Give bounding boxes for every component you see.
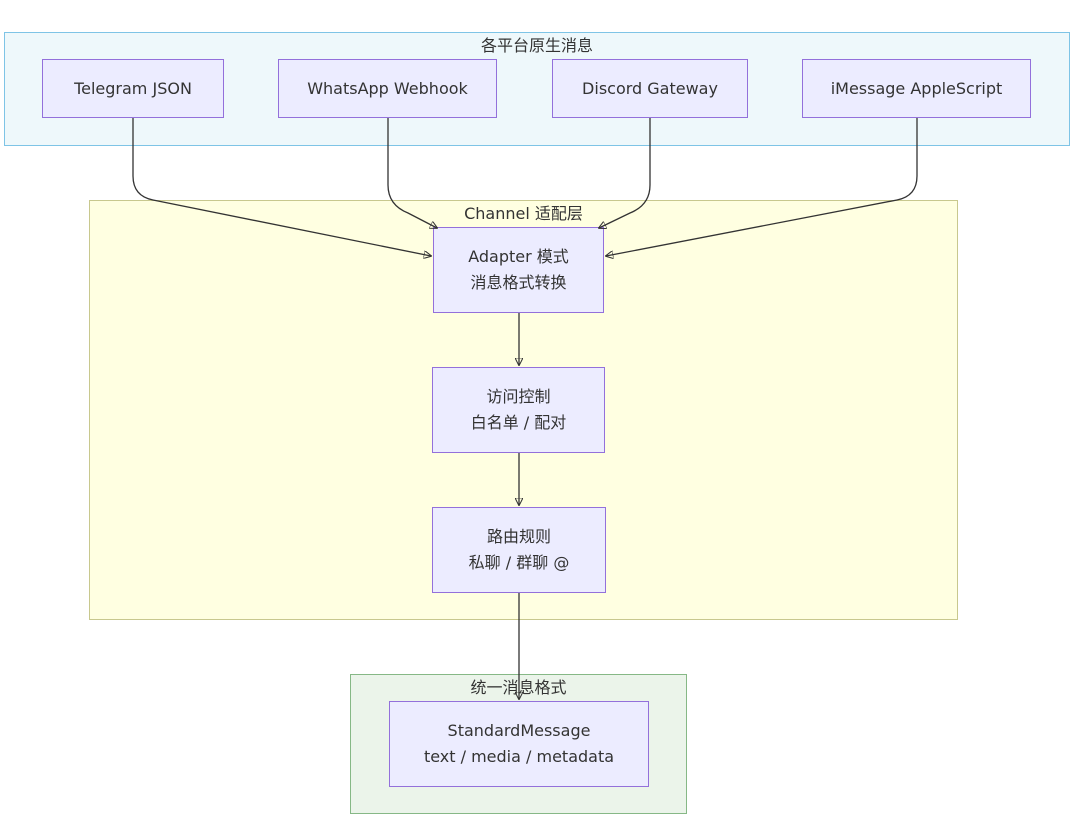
node-routing-rules: 路由规则 私聊 / 群聊 @ [432, 507, 606, 593]
node-imessage-applescript-label: iMessage AppleScript [830, 78, 1003, 98]
node-routing-rules-line-1: 路由规则 [486, 527, 551, 546]
node-telegram-json: Telegram JSON [42, 59, 224, 118]
node-imessage-applescript: iMessage AppleScript [802, 59, 1031, 118]
node-routing-rules-line-2: 私聊 / 群聊 @ [468, 553, 570, 572]
node-access-control-line-1: 访问控制 [486, 387, 551, 406]
cluster-channel-title: Channel 适配层 [464, 204, 583, 223]
node-discord-gateway-label: Discord Gateway [582, 78, 718, 98]
node-standard-message-line-1: StandardMessage [447, 721, 591, 740]
cluster-platforms-title: 各平台原生消息 [480, 36, 593, 55]
node-adapter-line-1: Adapter 模式 [468, 247, 569, 266]
cluster-unified-title: 统一消息格式 [470, 678, 567, 697]
node-adapter-line-2: 消息格式转换 [470, 273, 567, 292]
node-access-control: 访问控制 白名单 / 配对 [432, 367, 605, 453]
node-telegram-json-label: Telegram JSON [74, 78, 192, 98]
node-discord-gateway: Discord Gateway [552, 59, 748, 118]
node-whatsapp-webhook: WhatsApp Webhook [278, 59, 497, 118]
node-standard-message: StandardMessage text / media / metadata [389, 701, 649, 787]
node-access-control-line-2: 白名单 / 配对 [470, 413, 567, 432]
node-adapter: Adapter 模式 消息格式转换 [433, 227, 604, 313]
node-standard-message-line-2: text / media / metadata [423, 747, 615, 766]
node-whatsapp-webhook-label: WhatsApp Webhook [307, 78, 468, 98]
